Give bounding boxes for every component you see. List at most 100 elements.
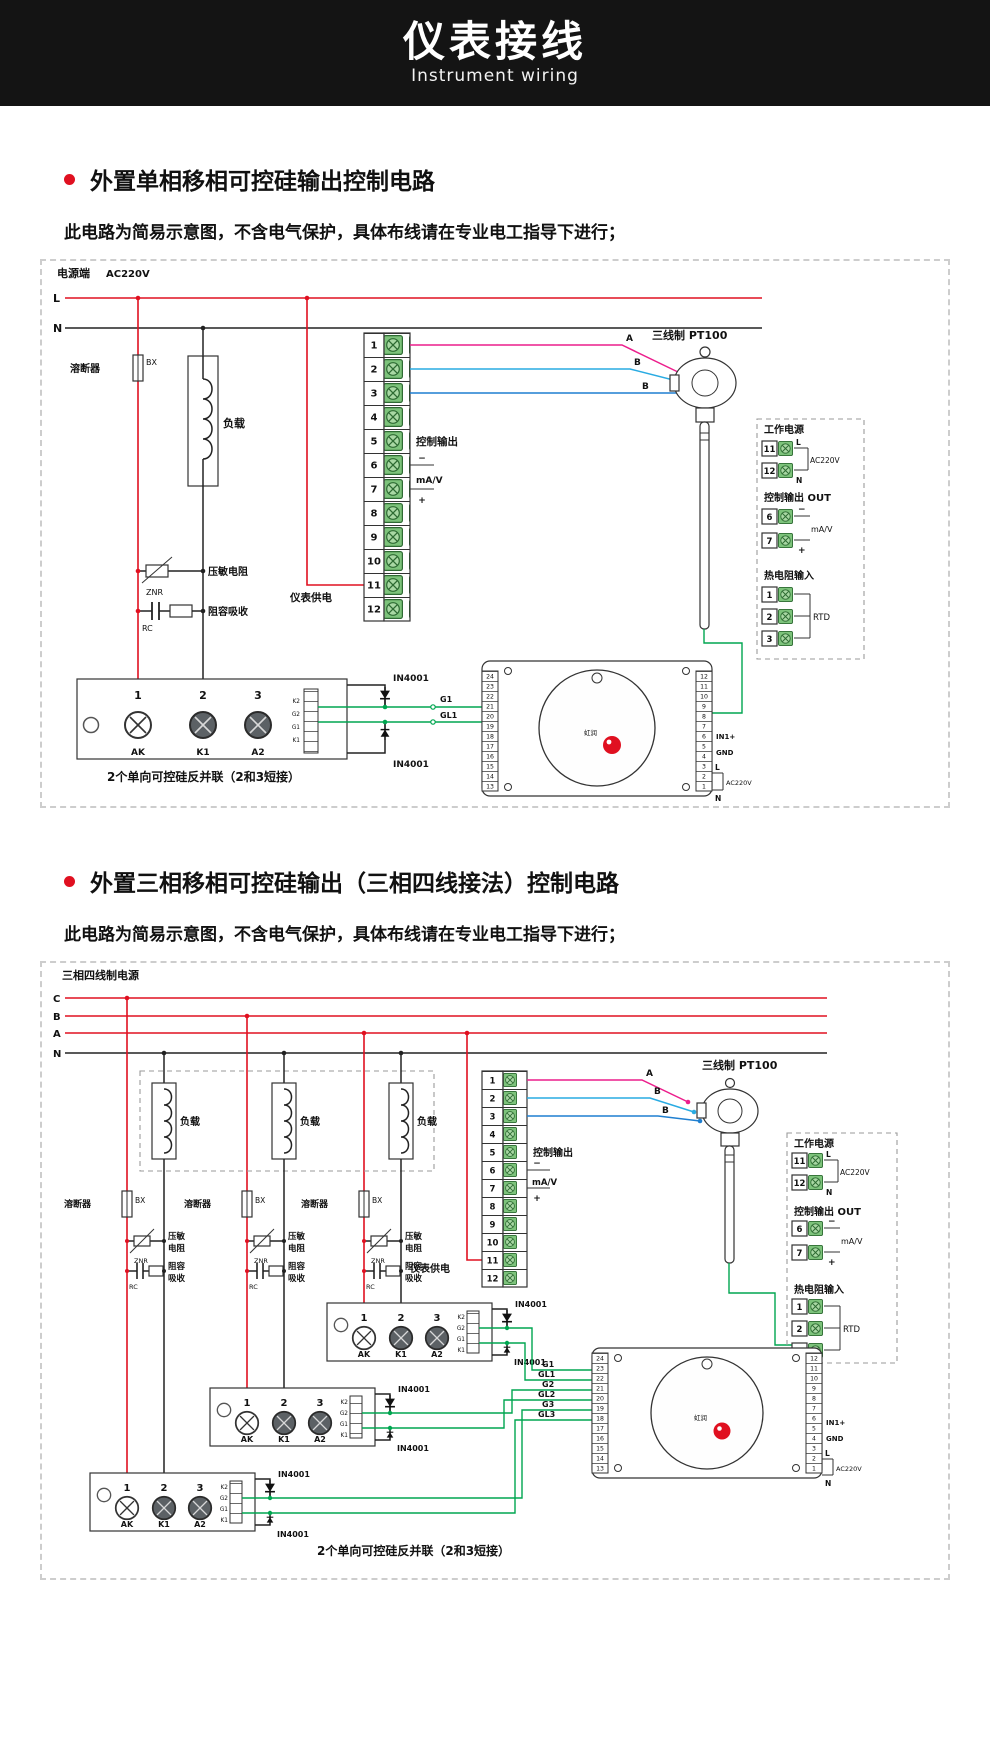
gate-wires: G1 GL1 G2 GL2 G3 GL3 xyxy=(242,1325,592,1516)
scr-lug-ak xyxy=(114,1495,140,1521)
svg-text:20: 20 xyxy=(486,714,494,721)
legend-t2: 2 xyxy=(767,613,773,623)
legend-out-title: 控制输出 OUT xyxy=(794,1205,861,1218)
scr-terminal-1: 1 xyxy=(244,1398,251,1409)
diode-icon xyxy=(501,1310,513,1328)
fuse-label: 溶断器 xyxy=(64,1198,92,1210)
legend-out-title: 控制输出 OUT xyxy=(764,491,831,504)
svg-text:7: 7 xyxy=(490,1185,496,1195)
svg-text:22: 22 xyxy=(486,694,494,701)
diode-label: IN4001 xyxy=(397,1444,429,1453)
rc-snubber-label: 吸收 xyxy=(405,1273,423,1284)
wire-b1-label: B xyxy=(654,1087,661,1097)
wiring-legend: 工作电源 11 12 L AC220V N 控制输出 OUT 6 7 − + m… xyxy=(756,418,865,660)
rc-snubber-label: 吸收 xyxy=(288,1273,306,1284)
scr-k1-label: K1 xyxy=(278,1435,290,1444)
line-c-label: C xyxy=(53,994,60,1005)
svg-text:K1: K1 xyxy=(221,1518,229,1524)
screw-terminal xyxy=(778,441,793,456)
module2-diodes: IN4001 IN4001 xyxy=(375,1385,430,1453)
g2-label: G2 xyxy=(542,1380,554,1389)
in1-label: IN1+ xyxy=(716,733,735,741)
section1-heading: 外置单相移相可控硅输出控制电路 xyxy=(64,162,990,196)
scr-terminal-3: 3 xyxy=(197,1483,204,1494)
legend-rtd-title: 热电阻输入 xyxy=(764,569,814,582)
section1-note: 此电路为简易示意图，不含电气保护，具体布线请在专业电工指导下进行； xyxy=(64,223,625,243)
svg-text:6: 6 xyxy=(812,1416,816,1423)
line-b-label: B xyxy=(53,1012,61,1023)
varistor-label: 电阻 xyxy=(405,1243,423,1254)
mains-lines: 三相四线制电源 C B A N xyxy=(53,968,827,1060)
fuse-label: 溶断器 xyxy=(184,1198,212,1210)
scr-terminal-2: 2 xyxy=(199,689,207,702)
znr-label: ZNR xyxy=(371,1257,385,1265)
svg-text:11: 11 xyxy=(700,684,708,691)
meter-supply-feed: 仪表供电 xyxy=(289,295,364,604)
legend-power-title: 工作电源 xyxy=(794,1137,834,1150)
rc-snubber-label: 吸收 xyxy=(168,1273,186,1284)
svg-text:K1: K1 xyxy=(293,738,301,744)
diode-label: IN4001 xyxy=(514,1358,546,1367)
legend-rtd: RTD xyxy=(843,1325,860,1335)
svg-text:1: 1 xyxy=(371,341,378,352)
wire-b2-label: B xyxy=(662,1106,669,1116)
screw-terminal xyxy=(808,1321,823,1336)
screw-terminal xyxy=(778,587,793,602)
svg-text:K2: K2 xyxy=(341,1400,349,1406)
minus-label: − xyxy=(418,454,426,464)
mounting-hole xyxy=(216,1402,232,1418)
screw-terminal xyxy=(778,609,793,624)
scr-terminal-2: 2 xyxy=(281,1398,288,1409)
ac-n-label: N xyxy=(825,1479,831,1488)
svg-text:19: 19 xyxy=(596,1406,604,1413)
pt100-label: 三线制 PT100 xyxy=(702,1058,778,1072)
svg-text:2: 2 xyxy=(702,774,706,781)
control-output-group: 控制输出 − mA/V + xyxy=(527,1146,573,1204)
bullet-icon xyxy=(64,173,75,185)
rc-label: RC xyxy=(366,1283,375,1291)
varistor-label: 压敏 xyxy=(288,1231,306,1242)
svg-text:G1: G1 xyxy=(340,1422,348,1428)
screw-terminal xyxy=(808,1175,823,1190)
svg-text:8: 8 xyxy=(490,1203,496,1213)
scr-ak-label: AK xyxy=(241,1435,254,1444)
scr-terminal-1: 1 xyxy=(361,1313,368,1324)
legend-rtd: RTD xyxy=(813,613,830,623)
svg-text:K2: K2 xyxy=(458,1315,466,1321)
legend-l: L xyxy=(796,438,801,447)
diode-icon xyxy=(379,687,391,705)
gnd-label: GND xyxy=(826,1435,844,1443)
rtd-wire xyxy=(703,629,743,714)
load-label: 负载 xyxy=(223,416,245,430)
scr-lug-k1 xyxy=(388,1325,414,1351)
screw-terminal xyxy=(808,1153,823,1168)
gl1-label: GL1 xyxy=(440,711,458,720)
minus-label: − xyxy=(533,1159,541,1169)
svg-text:8: 8 xyxy=(812,1396,816,1403)
scr-k1-label: K1 xyxy=(196,748,209,758)
power-label: 三相四线制电源 xyxy=(62,968,139,982)
scr-lug-a2 xyxy=(187,1495,213,1521)
page-subtitle: Instrument wiring xyxy=(411,65,579,86)
svg-text:5: 5 xyxy=(702,744,706,751)
screw-terminal xyxy=(778,631,793,646)
svg-text:4: 4 xyxy=(702,754,706,761)
ac220v-label: AC220V xyxy=(836,1465,862,1473)
svg-text:13: 13 xyxy=(486,784,494,791)
diode-icon xyxy=(379,724,391,740)
scr-lug-ak xyxy=(351,1325,377,1351)
legend-ac220v: AC220V xyxy=(810,456,841,465)
scr-k1-label: K1 xyxy=(395,1350,407,1359)
svg-text:3: 3 xyxy=(371,389,378,400)
svg-text:5: 5 xyxy=(812,1426,816,1433)
module1-diodes: IN4001 IN4001 xyxy=(492,1300,547,1367)
diode-label: IN4001 xyxy=(515,1300,547,1309)
load-coil xyxy=(202,378,213,460)
legend-mav: mA/V xyxy=(811,525,833,534)
g3-label: G3 xyxy=(542,1400,554,1409)
